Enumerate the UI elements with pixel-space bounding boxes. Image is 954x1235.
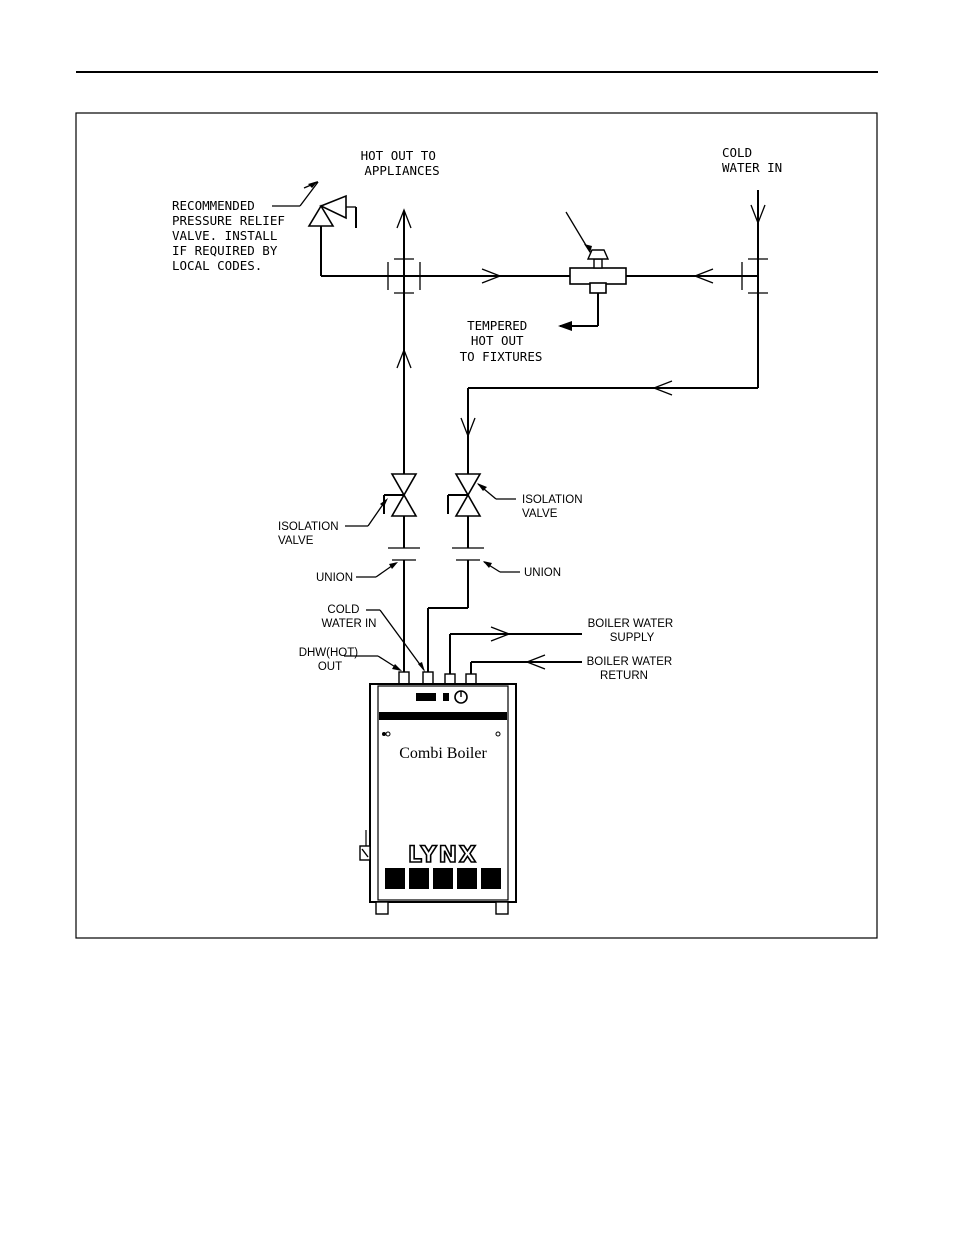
piping xyxy=(321,190,758,674)
union-left-label: UNION xyxy=(316,572,353,584)
relief-valve-label: RECOMMENDED PRESSURE RELIEF VALVE. INSTA… xyxy=(172,198,292,273)
hot-out-label: HOT OUT TO APPLIANCES xyxy=(361,148,444,178)
boiler-model-label: Combi Boiler xyxy=(399,745,487,762)
boiler-brand-logo: LYNX xyxy=(408,843,478,868)
isolation-valve-left-label: ISOLATION VALVE xyxy=(278,521,342,547)
mixing-valve-icon xyxy=(566,212,626,293)
cold-water-in-top-label: COLD WATER IN xyxy=(722,145,782,175)
boiler-unit: Combi Boiler LYNX xyxy=(360,672,516,914)
union-leaders xyxy=(356,561,520,577)
cold-water-in-boiler-label: COLD WATER IN xyxy=(322,604,377,630)
pipe-fittings xyxy=(388,259,768,560)
isolation-valve-right-icon xyxy=(448,474,516,516)
dhw-out-label: DHW(HOT) OUT xyxy=(299,647,362,673)
tempered-hot-out-label: TEMPERED HOT OUT TO FIXTURES xyxy=(460,318,543,364)
isolation-valve-right-label: ISOLATION VALVE xyxy=(522,494,586,520)
boiler-return-label: BOILER WATER RETURN xyxy=(587,656,676,682)
union-right-label: UNION xyxy=(524,567,561,579)
isolation-valve-left-icon xyxy=(345,474,416,526)
boiler-supply-label: BOILER WATER SUPPLY xyxy=(588,618,677,644)
